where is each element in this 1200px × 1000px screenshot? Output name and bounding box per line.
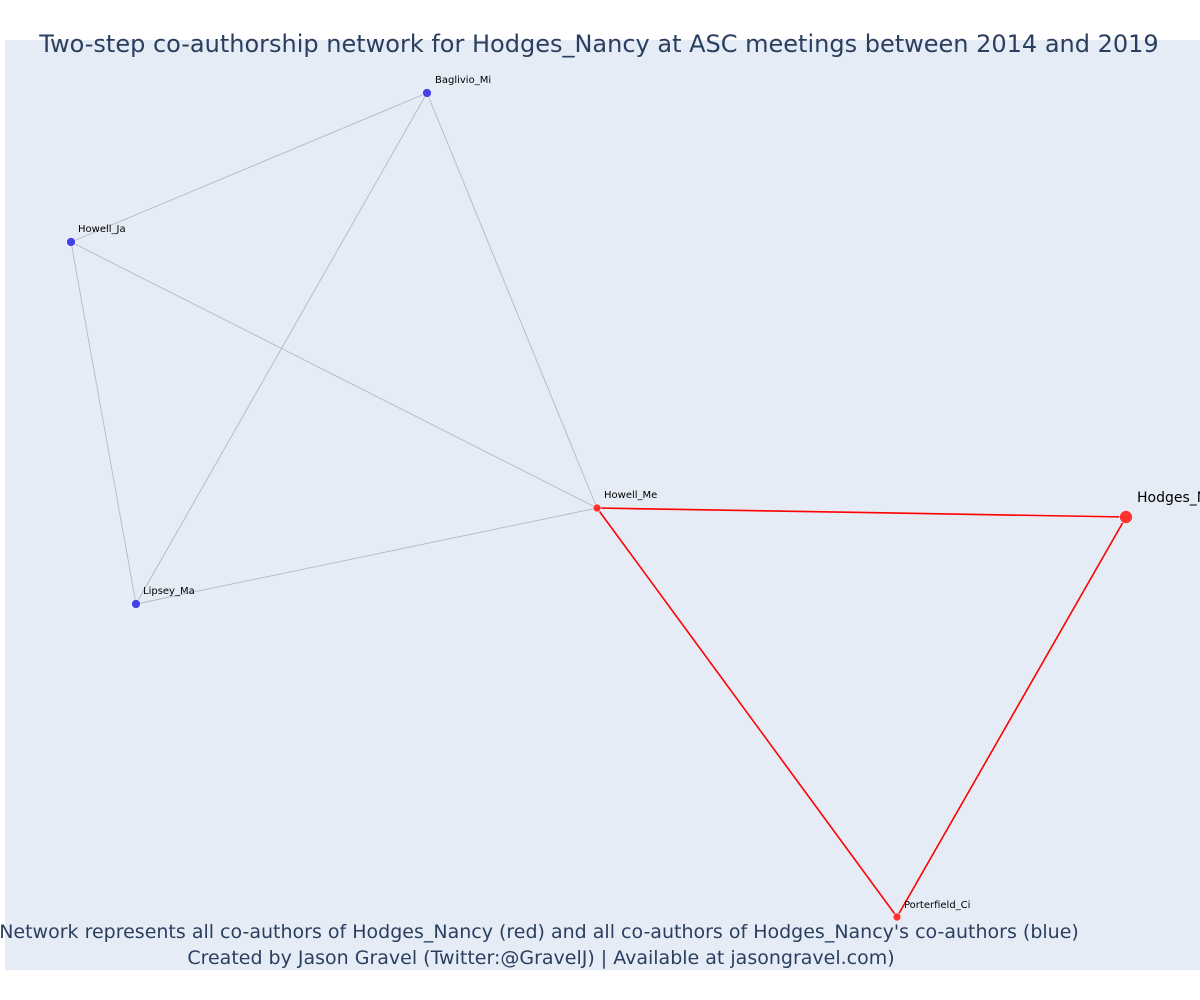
node-Baglivio_Mi[interactable]: [422, 88, 432, 98]
caption-line-2: Created by Jason Gravel (Twitter:@Gravel…: [187, 947, 894, 969]
chart-title: Two-step co-authorship network for Hodge…: [38, 30, 1158, 58]
node-Howell_Ja[interactable]: [66, 237, 76, 247]
plot-background: [5, 40, 1200, 970]
node-label-Hodges_Nancy: Hodges_Nancy: [1137, 490, 1200, 506]
caption-line-1: Network represents all co-authors of Hod…: [0, 921, 1079, 943]
nodes-layer: [66, 88, 1133, 922]
node-Porterfield_Ci[interactable]: [892, 912, 902, 922]
node-label-Lipsey_Ma: Lipsey_Ma: [143, 586, 195, 597]
edge-Hodges_Nancy-Porterfield_Ci: [896, 516, 1127, 918]
node-label-Porterfield_Ci: Porterfield_Ci: [904, 900, 970, 911]
node-Howell_Me[interactable]: [592, 503, 602, 513]
edge-Howell_Ja-Lipsey_Ma: [70, 241, 137, 605]
edges-layer: [70, 92, 1127, 918]
node-label-Howell_Me: Howell_Me: [604, 490, 657, 501]
node-Hodges_Nancy[interactable]: [1119, 510, 1133, 524]
edge-Howell_Me-Hodges_Nancy: [596, 507, 1127, 518]
edge-Baglivio_Mi-Howell_Me: [426, 92, 598, 509]
node-label-Howell_Ja: Howell_Ja: [78, 224, 126, 235]
edge-Baglivio_Mi-Howell_Ja: [70, 92, 428, 243]
edge-Lipsey_Ma-Howell_Me: [135, 507, 598, 605]
edge-Howell_Ja-Howell_Me: [70, 241, 598, 509]
node-Lipsey_Ma[interactable]: [131, 599, 141, 609]
edge-Howell_Me-Porterfield_Ci: [596, 507, 898, 918]
node-label-Baglivio_Mi: Baglivio_Mi: [435, 75, 491, 86]
